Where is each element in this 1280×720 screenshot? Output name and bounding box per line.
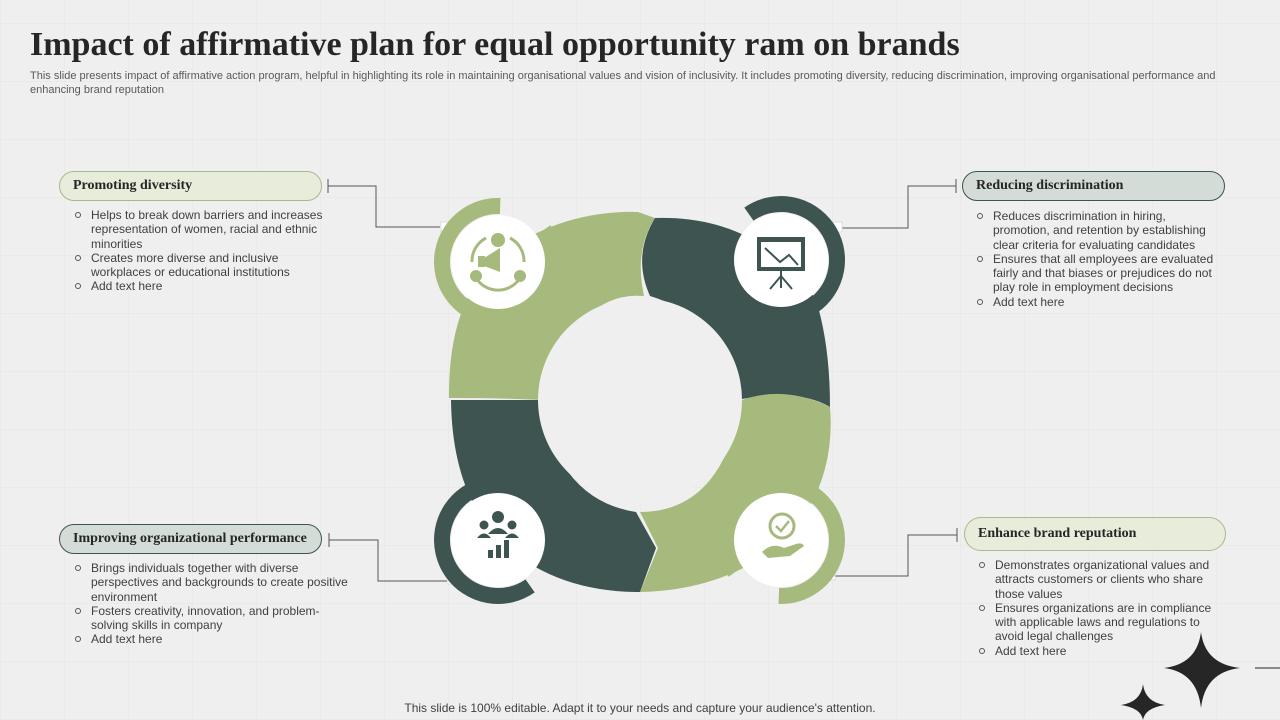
bullet-item: Add text here [71,632,356,646]
bullet-item: Ensures that all employees are evaluated… [973,252,1223,295]
bullets-improving-organizational-performance: Brings individuals together with diverse… [71,561,356,647]
heading-enhance-brand-reputation: Enhance brand reputation [964,517,1226,551]
connector-bottom-right [831,528,958,577]
ring-hole [538,298,742,502]
presentation-board-icon [757,237,805,290]
connector-top-left [327,179,440,228]
megaphone-cycle-icon [470,233,526,292]
bullets-promoting-diversity: Helps to break down barriers and increas… [71,208,326,294]
team-growth-icon [477,511,519,558]
bullet-item: Reduces discrimination in hiring, promot… [973,209,1223,252]
icon-node-bottom-right [717,476,845,604]
bullet-item: Demonstrates organizational values and a… [975,558,1225,601]
bullets-enhance-brand-reputation: Demonstrates organizational values and a… [975,558,1225,658]
bullets-reducing-discrimination: Reduces discrimination in hiring, promot… [973,209,1223,309]
bullet-item: Ensures organizations are in compliance … [975,601,1225,644]
page-subtitle: This slide presents impact of affirmativ… [30,70,1216,96]
heading-improving-organizational-performance: Improving organizational performance [59,524,322,554]
icon-node-bottom-left [434,476,562,604]
heading-reducing-discrimination: Reducing discrimination [962,171,1225,201]
bullet-item: Helps to break down barriers and increas… [71,208,326,251]
bullet-item: Add text here [973,295,1223,309]
bullet-item: Add text here [71,279,326,293]
heading-promoting-diversity: Promoting diversity [59,171,322,201]
hand-holding-badge-icon [762,512,804,558]
connector-bottom-left [328,533,447,582]
bullet-item: Add text here [975,644,1225,658]
connector-lines [327,179,958,582]
bullet-item: Creates more diverse and inclusive workp… [71,251,326,280]
bullet-item: Fosters creativity, innovation, and prob… [71,604,356,633]
connector-top-right [840,179,957,229]
page-title: Impact of affirmative plan for equal opp… [30,26,960,63]
ring-segment-bottom-left [451,400,656,592]
footer-note: This slide is 100% editable. Adapt it to… [404,701,876,715]
ring-segment-bottom-right [640,393,831,592]
bullet-item: Brings individuals together with diverse… [71,561,356,604]
